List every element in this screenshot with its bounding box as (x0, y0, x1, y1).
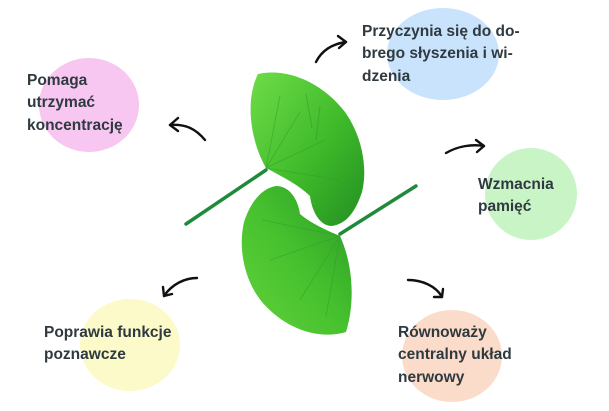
bubble-nervous-system (402, 310, 502, 402)
label-memory: Wzmacnia pamięć (478, 176, 554, 216)
arrow-to-memory (444, 138, 486, 155)
arrows (161, 34, 486, 299)
arrow-to-nervous-system (406, 278, 445, 299)
arrow-to-hearing-vision (314, 34, 348, 64)
arrow-to-concentration (168, 116, 207, 142)
bubble-concentration (39, 58, 139, 152)
bubble-cognitive (80, 299, 180, 391)
arrow-to-cognitive (161, 276, 199, 298)
label-hearing-vision: Przyczynia się do do- brego słyszenia i … (362, 23, 520, 85)
label-cognitive: Poprawia funkcje poznawcze (44, 324, 172, 364)
lower-ginkgo-leaf (241, 184, 418, 335)
upper-ginkgo-leaf (184, 72, 365, 227)
label-nervous-system: Równoważy centralny układ nerwowy (398, 324, 512, 386)
label-concentration: Pomaga utrzymać koncentrację (27, 72, 123, 134)
bubble-memory (485, 148, 577, 240)
bubble-hearing-vision (387, 8, 499, 100)
